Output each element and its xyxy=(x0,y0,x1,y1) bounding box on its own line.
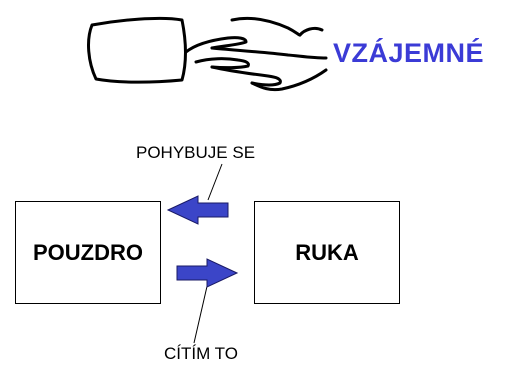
caption-top: POHYBUJE SE xyxy=(136,143,256,162)
caption-bottom: CÍTÍM TO xyxy=(164,344,238,363)
box-pouzdro-label: POUZDRO xyxy=(33,239,143,265)
arrow-left xyxy=(166,195,229,225)
diagram-title: VZÁJEMNÉ xyxy=(333,38,485,68)
arrow-right xyxy=(176,258,239,288)
leader-line-top xyxy=(207,163,223,201)
leader-line-bottom xyxy=(193,281,209,344)
box-pouzdro: POUZDRO xyxy=(15,201,161,304)
hand-touching-phone-sketch-icon xyxy=(87,16,328,92)
box-ruka: RUKA xyxy=(254,201,400,304)
leader-lines xyxy=(193,163,223,344)
box-ruka-label: RUKA xyxy=(295,239,359,265)
